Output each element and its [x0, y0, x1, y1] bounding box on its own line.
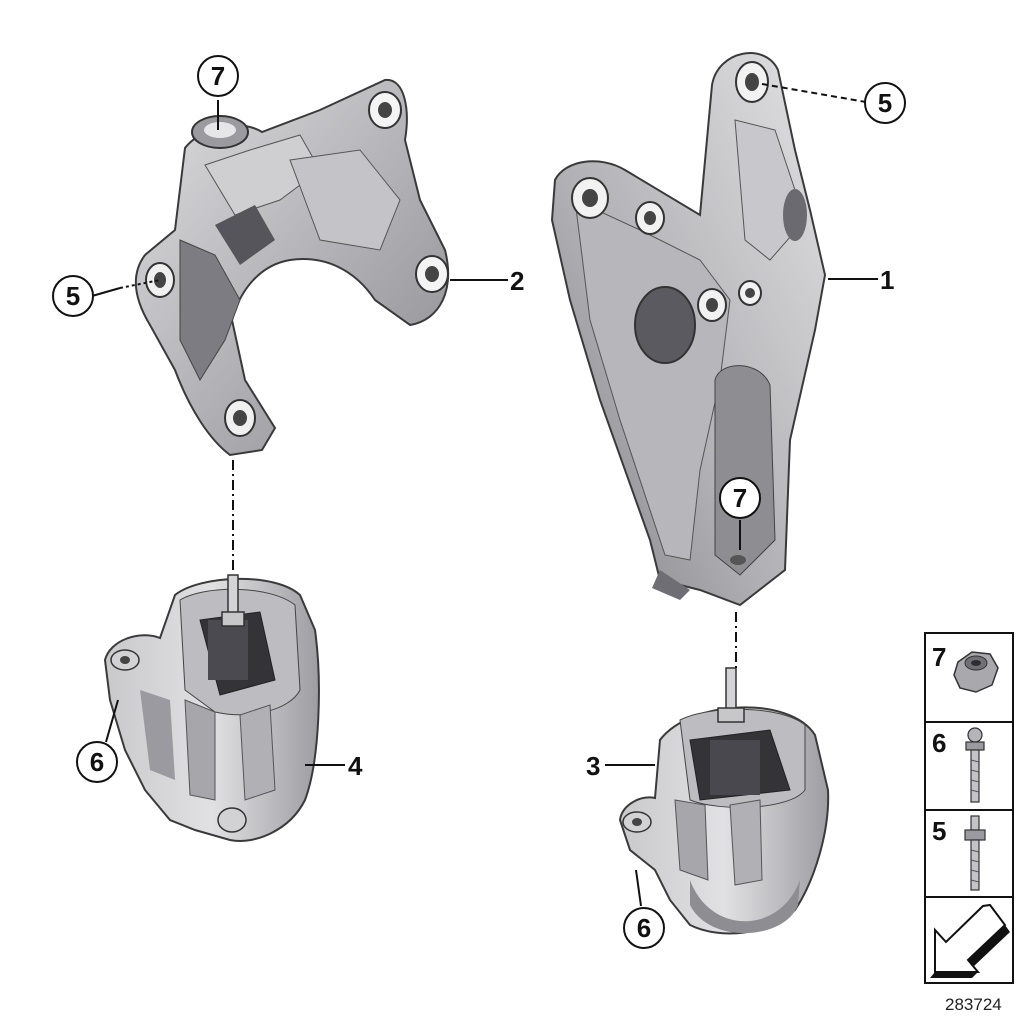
nut-icon: [953, 651, 999, 693]
legend-item-7: 7: [932, 642, 999, 693]
direction-arrow-icon: [930, 903, 1010, 978]
callout-5-left-label: 5: [66, 281, 80, 311]
legend-item-6-number: 6: [932, 728, 946, 758]
callout-2-label: 2: [510, 266, 524, 296]
engine-mount-left: [103, 574, 320, 842]
callout-6-left-label: 6: [90, 747, 104, 777]
callout-4-label: 4: [348, 751, 363, 781]
reference-number: 283724: [945, 995, 1002, 1014]
legend-item-7-number: 7: [932, 642, 946, 672]
callout-6-left: 6: [76, 741, 118, 783]
callout-7-right-label: 7: [733, 483, 747, 513]
callout-6-right: 6: [623, 907, 665, 949]
callout-3-label: 3: [586, 751, 600, 781]
hardware-legend: 7 6 5: [924, 632, 1014, 984]
engine-mount-right: [618, 667, 830, 935]
leader-lines: [91, 83, 878, 907]
engine-bracket-left: [134, 78, 450, 457]
callout-5-top-right: 5: [864, 82, 906, 124]
callout-6-right-label: 6: [637, 913, 651, 943]
callout-5-top-right-label: 5: [878, 88, 892, 118]
stud-bolt-icon: [964, 815, 986, 891]
callout-7-right: 7: [719, 477, 761, 519]
callout-7-top-left: 7: [197, 55, 239, 97]
legend-item-5: 5: [932, 815, 986, 891]
callout-1-label: 1: [880, 265, 894, 295]
stud-bolt-icon: [965, 727, 985, 803]
legend-item-6: 6: [932, 727, 985, 803]
callout-5-left: 5: [52, 275, 94, 317]
callout-7-top-left-label: 7: [211, 61, 225, 91]
engine-bracket-right: [550, 52, 827, 607]
legend-item-5-number: 5: [932, 816, 946, 846]
